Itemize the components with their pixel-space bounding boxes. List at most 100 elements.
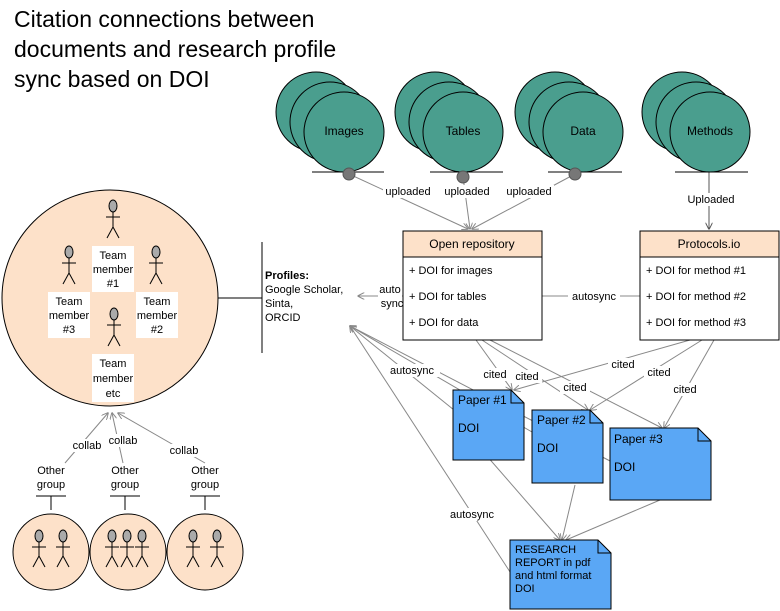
team-member-3-line-1: Team	[56, 296, 83, 308]
label-collab-2: collab	[109, 435, 138, 447]
paper-1: Paper #1 DOI	[452, 389, 525, 461]
team-member-etc-line-2: member	[93, 373, 134, 385]
report-line-3: and html format	[515, 570, 591, 582]
profiles-line-3: ORCID	[265, 312, 301, 324]
label-autosync-paper: autosync	[390, 365, 435, 377]
team-member-3-line-3: #3	[63, 324, 75, 336]
paper-2: Paper #2 DOI	[531, 409, 604, 484]
other-group-2: Other group	[89, 465, 167, 591]
open-repository-row-3: + DOI for data	[409, 317, 479, 329]
protocols-header: Protocols.io	[678, 237, 741, 251]
other-group-3-actor-icon	[186, 529, 224, 568]
other-group-1-actor-icon	[32, 529, 70, 568]
label-cited-3: cited	[563, 382, 586, 394]
team-member-2-actor-icon	[149, 245, 163, 285]
label-cited-6: cited	[673, 384, 696, 396]
team-member-etc-line-3: etc	[106, 388, 121, 400]
team-member-2-line-3: #2	[151, 324, 163, 336]
label-uploaded-methods: Uploaded	[687, 194, 734, 206]
edge-data-to-repo	[472, 173, 576, 229]
label-uploaded-data: uploaded	[506, 186, 551, 198]
paper-3-doi: DOI	[614, 460, 635, 474]
label-autosync-report: autosync	[450, 509, 495, 521]
edge-group1-collab	[64, 413, 108, 464]
report-line-1: RESEARCH	[515, 544, 576, 556]
label-auto: auto	[379, 284, 400, 296]
profiles-line-2: Sinta,	[265, 298, 293, 310]
images-port	[342, 167, 356, 181]
label-cited-2: cited	[515, 371, 538, 383]
team-member-etc-line-1: Team	[100, 358, 127, 370]
label-cited-4: cited	[611, 359, 634, 371]
protocols-row-3: + DOI for method #3	[646, 317, 746, 329]
report-line-2: REPORT in pdf	[515, 557, 591, 569]
label-uploaded-tables: uploaded	[444, 186, 489, 198]
data-store-label-data: Data	[570, 124, 596, 138]
other-group-3-line-2: group	[191, 479, 219, 491]
team-member-2-line-1: Team	[144, 296, 171, 308]
paper-2-title: Paper #2	[537, 413, 586, 427]
data-store-data: Data	[514, 71, 624, 181]
label-sync: sync	[381, 298, 404, 310]
research-report: RESEARCH REPORT in pdf and html format D…	[509, 539, 612, 610]
label-uploaded-images: uploaded	[385, 186, 430, 198]
edge-paper1-to-report	[485, 454, 560, 540]
data-port	[568, 167, 582, 181]
open-repository-header: Open repository	[429, 237, 514, 251]
other-group-2-actor-icon	[105, 529, 149, 568]
profiles-block: Profiles: Google Scholar, Sinta, ORCID	[265, 270, 343, 324]
data-store-label-tables: Tables	[446, 124, 481, 138]
data-store-label-images: Images	[324, 124, 363, 138]
profiles-heading: Profiles:	[265, 270, 309, 282]
edge-images-to-repo	[348, 173, 468, 229]
team-member-etc-actor-icon	[107, 307, 121, 347]
team-member-1-line-1: Team	[100, 250, 127, 262]
protocols-row-2: + DOI for method #2	[646, 291, 746, 303]
data-store-methods: Methods	[641, 71, 751, 173]
data-store-images: Images	[275, 71, 385, 181]
other-group-1: Other group	[12, 465, 90, 591]
data-store-tables: Tables	[394, 71, 504, 184]
edge-paper3-to-report	[566, 499, 661, 540]
edge-labels: uploaded uploaded uploaded Uploaded auto…	[69, 185, 736, 521]
team-member-3-line-2: member	[49, 310, 90, 322]
data-store-label-methods: Methods	[687, 124, 733, 138]
paper-1-title: Paper #1	[458, 393, 507, 407]
edge-protocols-cited-paper1	[514, 339, 691, 390]
label-cited-5: cited	[647, 367, 670, 379]
open-repository-row-2: + DOI for tables	[409, 291, 487, 303]
team-member-1-actor-icon	[106, 199, 120, 239]
edge-tables-to-repo	[462, 176, 470, 229]
team-member-1-line-3: #1	[107, 278, 119, 290]
protocols-box: Protocols.io + DOI for method #1 + DOI f…	[639, 230, 780, 341]
protocols-row-1: + DOI for method #1	[646, 265, 746, 277]
paper-1-doi: DOI	[458, 421, 479, 435]
team-circle: Team member #1 Team member #2 Team membe…	[1, 189, 219, 407]
label-collab-1: collab	[73, 440, 102, 452]
label-collab-3: collab	[170, 445, 199, 457]
other-group-1-line-2: group	[37, 479, 65, 491]
diagram-title: Citation connections between documents a…	[14, 6, 337, 92]
paper-3-title: Paper #3	[614, 432, 663, 446]
edge-paper2-to-report	[562, 484, 576, 540]
other-group-2-line-1: Other	[111, 465, 139, 477]
team-member-3-actor-icon	[62, 245, 76, 285]
tables-port	[456, 170, 470, 184]
other-group-3-line-1: Other	[191, 465, 219, 477]
label-autosync-repos: autosync	[572, 291, 617, 303]
other-group-2-line-2: group	[111, 479, 139, 491]
team-member-2-line-2: member	[137, 310, 178, 322]
other-group-1-line-1: Other	[37, 465, 65, 477]
paper-3: Paper #3 DOI	[609, 427, 712, 501]
report-line-4: DOI	[515, 583, 535, 595]
paper-2-doi: DOI	[537, 441, 558, 455]
label-cited-1: cited	[483, 369, 506, 381]
team-member-1-line-2: member	[93, 264, 134, 276]
edge-report-autosync	[350, 326, 513, 576]
open-repository-row-1: + DOI for images	[409, 265, 493, 277]
edge-repo-cited-paper1	[475, 339, 512, 390]
profiles-line-1: Google Scholar,	[265, 284, 343, 296]
open-repository-box: Open repository + DOI for images + DOI f…	[402, 230, 543, 341]
other-group-3: Other group	[166, 465, 244, 591]
